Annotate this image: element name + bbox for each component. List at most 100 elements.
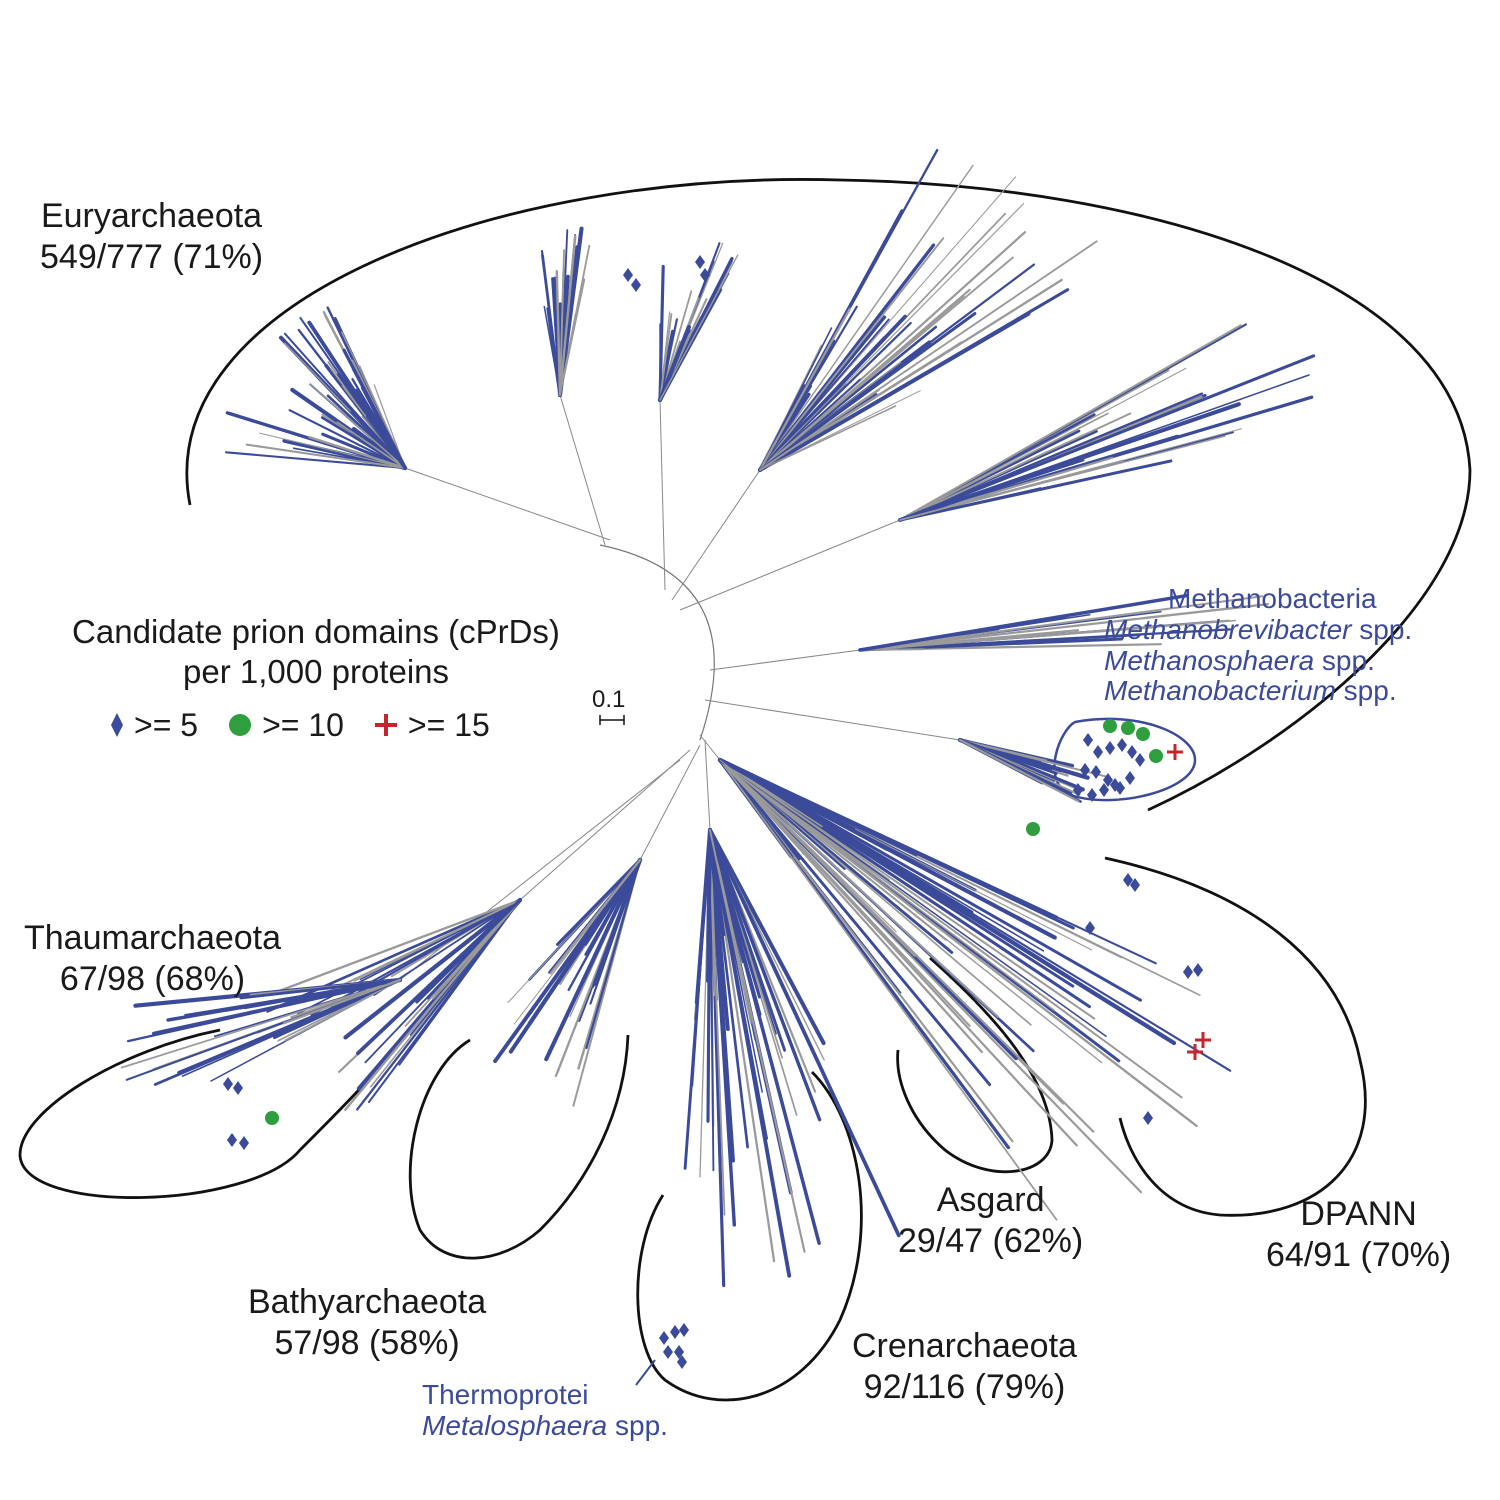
tree-branch (707, 827, 826, 1046)
tree-branch (708, 828, 762, 999)
tree-branch (344, 898, 522, 1111)
marker-diamond (659, 1331, 669, 1345)
marker-diamond (663, 1345, 673, 1359)
annotation-genus-3: Methanobacterium spp. (1104, 675, 1397, 707)
tree-branch (759, 164, 974, 471)
marker-diamond (1117, 738, 1127, 752)
marker-diamond (670, 1325, 680, 1339)
marker-circle (1103, 719, 1117, 733)
tree-branch (718, 758, 916, 957)
tree-branch (718, 758, 1059, 919)
tree-branch (282, 978, 402, 1025)
tree-branch (245, 443, 406, 469)
tree-branch (719, 759, 1183, 1099)
tree-branch (153, 978, 402, 1086)
tree-branch (758, 307, 852, 472)
tree-stem (639, 744, 701, 861)
clade-name: DPANN (1300, 1195, 1417, 1233)
tree-backbone-arc (599, 544, 715, 741)
clade-label-bathyarchaeota: Bathyarchaeota 57/98 (58%) (248, 1282, 486, 1364)
tree-branch (899, 459, 1125, 521)
marker-diamond (679, 1323, 689, 1337)
marker-circle (1121, 721, 1135, 735)
tree-branch (559, 249, 566, 396)
tree-branch (336, 421, 406, 469)
tree-branch (717, 757, 1177, 1046)
tree-branch (958, 738, 1058, 775)
tree-branch (858, 637, 1124, 652)
tree-branch (555, 270, 562, 397)
tree-branch (706, 828, 712, 983)
tree-branch (708, 828, 822, 1122)
marker-diamond (1143, 1111, 1153, 1125)
marker-circle (1136, 727, 1150, 741)
legend-item-diamond: >= 5 (110, 706, 198, 744)
tree-branch (555, 858, 642, 946)
marker-diamond (1087, 788, 1097, 802)
marker-diamond (1110, 778, 1120, 792)
tree-branch (288, 409, 407, 470)
clade-outline (896, 956, 1054, 1174)
tree-branch (958, 738, 1080, 803)
marker-plus (1187, 1044, 1203, 1060)
tree-branch (658, 318, 678, 402)
clade-name: Euryarchaeota (40, 197, 263, 235)
tree-branch (719, 759, 1096, 1020)
tree-branch (527, 857, 643, 1026)
tree-branch (657, 324, 691, 403)
tree-backbone (399, 394, 961, 981)
tree-branches (120, 148, 1316, 1288)
tree-branch (356, 898, 522, 1111)
clade-name: Thaumarchaeota (24, 919, 282, 957)
tree-branch (415, 898, 522, 1004)
tree-stem (704, 699, 961, 741)
thermoprotei-annotation: Thermoprotei Metalosphaera spp. (422, 1379, 668, 1442)
tree-branch (708, 828, 901, 1238)
legend-item-plus: >= 15 (374, 706, 490, 744)
clade-label-dpann: DPANN 64/91 (70%) (1266, 1194, 1451, 1276)
tree-branch (284, 979, 401, 1042)
marker-diamond (1130, 878, 1140, 892)
marker-diamond (223, 1077, 233, 1091)
tree-stem (699, 734, 721, 761)
tree-branch (718, 758, 992, 1087)
tree-stem (559, 394, 606, 546)
tree-branch (366, 415, 407, 470)
marker-diamond (1123, 873, 1133, 887)
tree-branch (858, 603, 1269, 652)
tree-branch (858, 615, 1067, 652)
marker-diamond (1073, 783, 1083, 797)
tree-branch (758, 314, 907, 472)
clade-stats: 57/98 (58%) (274, 1323, 460, 1362)
marker-diamond (1093, 745, 1103, 759)
marker-diamond (1105, 741, 1115, 755)
tree-branch (898, 459, 1173, 522)
tree-branch (758, 288, 1070, 472)
tree-branch (759, 237, 945, 471)
clade-stats: 92/116 (79%) (863, 1367, 1066, 1406)
tree-branch (717, 757, 1057, 940)
marker-diamond (1193, 963, 1203, 977)
marker-diamond (623, 268, 633, 282)
tree-branch (585, 858, 642, 1050)
tree-branch (719, 759, 1107, 1037)
clade-outlines (18, 178, 1472, 1402)
clade-label-euryarchaeota: Euryarchaeota 549/777 (71%) (40, 196, 263, 278)
marker-circle (265, 1111, 279, 1125)
marker-diamond (233, 1081, 243, 1095)
tree-stem (679, 519, 901, 611)
tree-branch (719, 759, 813, 835)
scale-bar-label: 0.1 (592, 686, 626, 713)
clade-stats: 549/777 (71%) (40, 237, 264, 276)
marker-diamond (1103, 773, 1113, 787)
tree-branch (708, 828, 730, 1031)
tree-branch (259, 432, 406, 469)
legend-item-circle: >= 10 (228, 706, 344, 744)
clade-name: Asgard (936, 1181, 1045, 1219)
legend: >= 5 >= 10 >= 15 (110, 706, 520, 744)
tree-branch (549, 858, 642, 975)
tree-branch (592, 857, 643, 987)
tree-stem (709, 649, 861, 671)
tree-branch (343, 897, 523, 1040)
clade-outline (18, 1028, 400, 1199)
